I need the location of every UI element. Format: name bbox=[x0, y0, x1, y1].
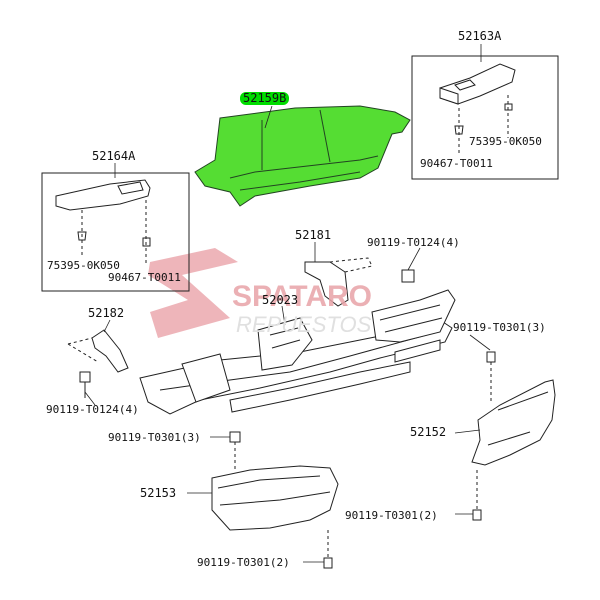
part-52152-drawing bbox=[471, 379, 556, 466]
label-90119-t0301-bot: 90119-T0301(2) bbox=[197, 556, 290, 569]
label-90119-t0301-mid: 90119-T0301(3) bbox=[108, 431, 201, 444]
label-90467-top: 90467-T0011 bbox=[420, 157, 493, 170]
bolt-90119-t0301-right-bottom bbox=[472, 470, 482, 521]
part-52023-drawing bbox=[139, 289, 456, 415]
label-90119-t0301-br: 90119-T0301(2) bbox=[345, 509, 438, 522]
label-52159b: 52159B bbox=[240, 92, 290, 105]
label-52164a: 52164A bbox=[92, 149, 136, 163]
part-52181-drawing bbox=[304, 257, 373, 307]
label-52152: 52152 bbox=[410, 425, 447, 439]
label-75395-top: 75395-0K050 bbox=[469, 135, 542, 148]
label-52182: 52182 bbox=[88, 306, 125, 320]
label-90467-left: 90467-T0011 bbox=[108, 271, 181, 284]
label-75395-left: 75395-0K050 bbox=[47, 259, 120, 272]
inset-box-52163a bbox=[411, 55, 559, 180]
bolt-90119-t0124-left bbox=[79, 371, 91, 398]
watermark-logo bbox=[148, 248, 238, 338]
bolt-90119-t0301-bottom bbox=[323, 530, 333, 569]
watermark-sub: REPUESTOS bbox=[236, 312, 372, 337]
bolt-90119-t0124-right bbox=[401, 269, 415, 283]
label-52153: 52153 bbox=[140, 486, 177, 500]
part-52159b-drawing bbox=[194, 105, 411, 207]
part-52164a-drawing bbox=[55, 179, 151, 211]
label-52023: 52023 bbox=[262, 293, 299, 307]
label-90119-t0301-right: 90119-T0301(3) bbox=[453, 321, 546, 334]
watermark-brand: SPATARO bbox=[232, 280, 372, 313]
bolt-90119-t0301-mid bbox=[229, 431, 241, 472]
fastener-90467-left bbox=[142, 200, 151, 265]
leader-lines bbox=[84, 44, 491, 563]
fastener-75395-top bbox=[504, 95, 513, 138]
fastener-90467-top bbox=[454, 108, 464, 156]
fastener-75395-left bbox=[77, 210, 87, 258]
bolt-90119-t0301-right-top bbox=[486, 351, 496, 404]
label-90119-t0124-left: 90119-T0124(4) bbox=[46, 403, 139, 416]
label-52181: 52181 bbox=[295, 228, 332, 242]
part-52163a-drawing bbox=[439, 63, 516, 105]
part-52153-drawing bbox=[211, 465, 339, 531]
label-90119-t0124-right: 90119-T0124(4) bbox=[367, 236, 460, 249]
label-52163a: 52163A bbox=[458, 29, 502, 43]
inset-box-52164a bbox=[41, 172, 190, 292]
part-52182-drawing bbox=[67, 329, 129, 373]
